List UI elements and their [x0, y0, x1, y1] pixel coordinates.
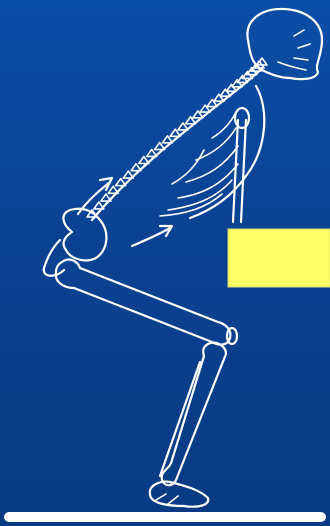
spine [87, 58, 267, 220]
foot [150, 482, 208, 507]
pelvis [44, 209, 107, 276]
lower-leg [160, 343, 226, 486]
femur [56, 260, 231, 345]
arm [233, 108, 249, 222]
floor-line [4, 512, 326, 522]
movement-arrow [132, 226, 172, 246]
yellow-block [228, 229, 330, 287]
knee-cap [227, 328, 237, 344]
